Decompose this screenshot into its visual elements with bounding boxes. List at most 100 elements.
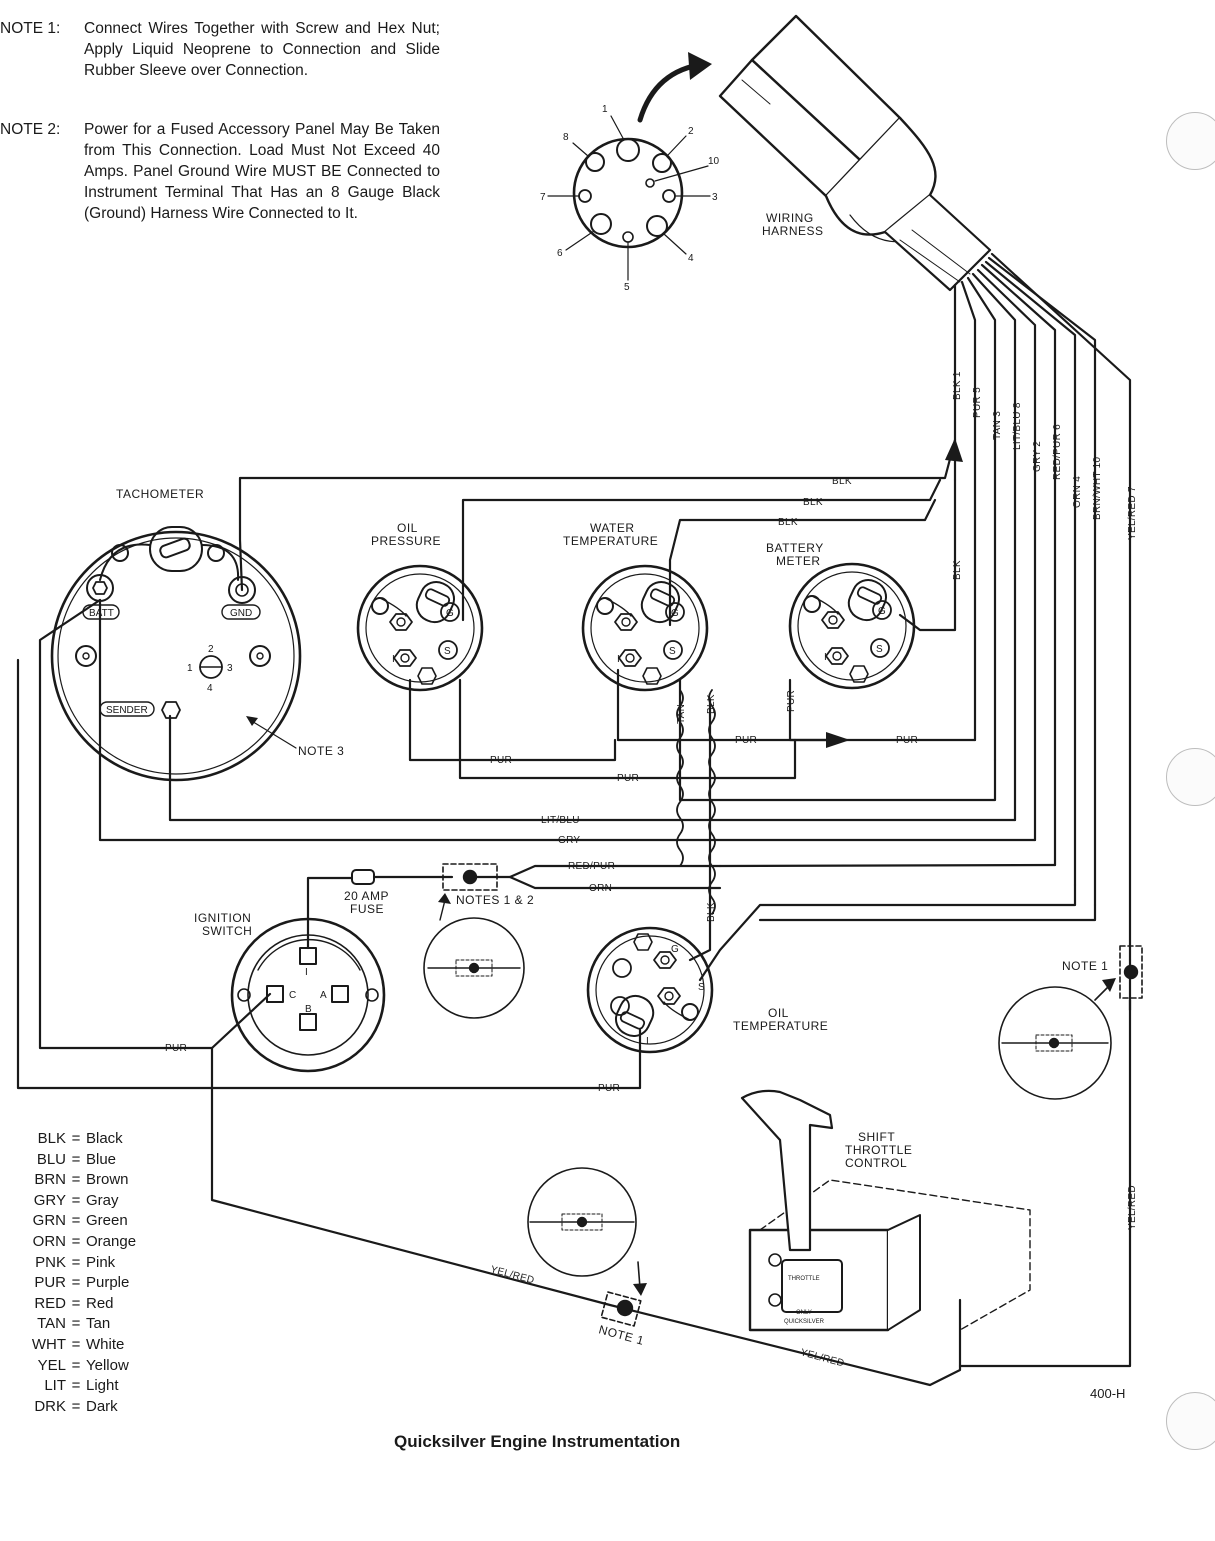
- wire-pur-label-1: PUR: [490, 755, 512, 766]
- oil-pressure-gauge: OIL PRESSURE G S I: [356, 521, 484, 692]
- battery-title-1: BATTERY: [766, 541, 824, 555]
- wire-pur-label-5: PUR: [786, 690, 797, 712]
- legend-equals: =: [71, 1232, 81, 1250]
- wire-redpur-label: RED/PUR: [568, 861, 615, 872]
- batt-terminal-label: BATT: [89, 608, 114, 619]
- svg-text:I: I: [824, 652, 827, 663]
- wire-label-yelred7: YEL/RED 7: [1127, 486, 1138, 540]
- svg-text:A: A: [320, 990, 327, 1001]
- wire-tan-label: TAN: [676, 704, 687, 724]
- legend-name: Brown: [86, 1171, 129, 1189]
- legend-code: ORN: [32, 1232, 66, 1250]
- harness-wire-bundle: [953, 252, 1132, 962]
- legend-equals: =: [71, 1253, 81, 1271]
- battery-title-2: METER: [776, 554, 821, 568]
- svg-text:4: 4: [207, 683, 213, 694]
- lever-text-throttle: THROTTLE: [788, 1276, 820, 1282]
- note-2-label: NOTE 2:: [0, 121, 61, 138]
- rotate-arrow-icon: [688, 52, 712, 80]
- legend-code: PNK: [35, 1253, 66, 1271]
- legend-name: Blue: [86, 1150, 117, 1168]
- legend-row: TAN=Tan: [10, 1314, 136, 1335]
- svg-text:S: S: [669, 646, 676, 657]
- battery-meter-gauge: BATTERY METER G S I: [766, 541, 916, 690]
- legend-name: White: [86, 1335, 125, 1353]
- legend-row: ORN=Orange: [10, 1232, 136, 1253]
- legend-equals: =: [71, 1397, 81, 1415]
- legend-code: RED: [34, 1294, 66, 1312]
- legend-name: Dark: [86, 1397, 118, 1415]
- legend-code: LIT: [44, 1377, 66, 1395]
- legend-row: BLU=Blue: [10, 1150, 136, 1171]
- wire-label-redpur6: RED/PUR 6: [1052, 424, 1063, 480]
- wire-label-litblu8: LIT/BLU 8: [1012, 402, 1023, 450]
- note-3-label: NOTE 3: [298, 744, 344, 758]
- note-1-bottom-label: NOTE 1: [597, 1322, 645, 1348]
- legend-code: YEL: [37, 1356, 66, 1374]
- legend-row: PNK=Pink: [10, 1253, 136, 1274]
- wire-blk-label-2: BLK: [803, 497, 823, 508]
- pin-4-label: 4: [688, 253, 694, 264]
- binder-hole: [1166, 1392, 1215, 1450]
- legend-name: Light: [86, 1377, 119, 1395]
- pin-2-label: 2: [688, 126, 694, 137]
- oil-pressure-title-2: PRESSURE: [371, 534, 441, 548]
- wire-label-tan3: TAN 3: [992, 411, 1003, 440]
- wire-yelred-label-1: YEL/RED: [489, 1264, 535, 1286]
- svg-text:SHIFT: SHIFT: [858, 1130, 895, 1144]
- harness-label-2: HARNESS: [762, 224, 824, 238]
- splice-note-1-bottom: NOTE 1: [527, 1167, 647, 1348]
- note-1-right-label: NOTE 1: [1062, 959, 1108, 973]
- water-temperature-gauge: WATER TEMPERATURE G S I: [563, 521, 709, 692]
- legend-code: TAN: [37, 1315, 66, 1333]
- svg-text:G: G: [878, 606, 886, 617]
- legend-name: Purple: [86, 1274, 130, 1292]
- binder-hole: [1166, 748, 1215, 806]
- svg-text:C: C: [289, 990, 296, 1001]
- legend-equals: =: [71, 1191, 81, 1209]
- connector-face: 1 2 3 4 5 6 7 8 10: [540, 52, 720, 293]
- tachometer-title: TACHOMETER: [116, 487, 204, 501]
- wire-blk-label-5: BLK: [706, 694, 717, 714]
- svg-text:THROTTLE: THROTTLE: [845, 1143, 912, 1157]
- svg-text:FUSE: FUSE: [350, 902, 384, 916]
- svg-text:3: 3: [227, 663, 233, 674]
- wire-pur-label-4: PUR: [896, 735, 918, 746]
- legend-row: GRY=Gray: [10, 1191, 136, 1212]
- svg-text:20 AMP: 20 AMP: [344, 889, 389, 903]
- svg-text:G: G: [671, 944, 679, 955]
- harness-label-1: WIRING: [766, 211, 814, 225]
- legend-code: GRN: [32, 1212, 66, 1230]
- wire-blk-label-1: BLK: [832, 476, 852, 487]
- binder-hole: [1166, 112, 1215, 170]
- svg-text:S: S: [698, 982, 705, 993]
- splice-notes-1-2: NOTES 1 & 2: [423, 863, 722, 1019]
- legend-name: Red: [86, 1294, 114, 1312]
- wire-yelred-label-2: YEL/RED: [799, 1347, 845, 1369]
- ignition-switch: I C A B IGNITION SWITCH: [194, 911, 386, 1073]
- wiring-harness-plug: WIRING HARNESS: [718, 14, 992, 292]
- oil-temp-title-1: OIL: [768, 1006, 789, 1020]
- legend-name: Yellow: [86, 1356, 129, 1374]
- legend-code: BLK: [37, 1130, 66, 1147]
- water-temp-title-2: TEMPERATURE: [563, 534, 658, 548]
- pin-8-label: 8: [563, 132, 569, 143]
- wire-label-gry2: GRY 2: [1032, 441, 1043, 472]
- oil-temp-title-2: TEMPERATURE: [733, 1019, 828, 1033]
- sender-terminal-label: SENDER: [106, 705, 148, 716]
- lever-text-brand: QUICKSILVER: [784, 1319, 825, 1325]
- note-2-text: Power for a Fused Accessory Panel May Be…: [84, 121, 440, 222]
- legend-equals: =: [71, 1150, 81, 1168]
- ignition-title-1: IGNITION: [194, 911, 251, 925]
- svg-text:I: I: [305, 967, 308, 978]
- figure-code: 400-H: [1090, 1386, 1126, 1401]
- wire-blk-label-4: BLK: [952, 560, 963, 580]
- svg-text:1: 1: [187, 663, 193, 674]
- legend-row: BLK=Black: [10, 1129, 136, 1150]
- svg-text:I: I: [617, 654, 620, 665]
- water-temp-title-1: WATER: [590, 521, 635, 535]
- legend-code: WHT: [31, 1335, 66, 1353]
- legend-code: DRK: [34, 1397, 66, 1415]
